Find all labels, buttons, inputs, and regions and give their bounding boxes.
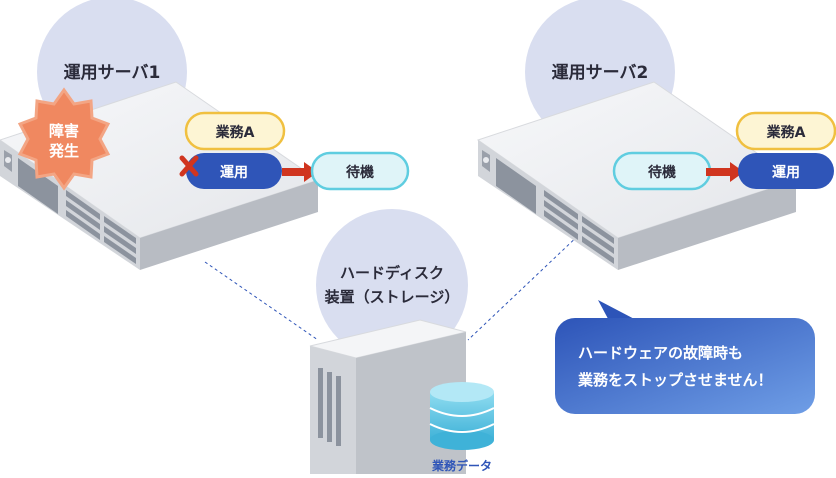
server2-title: 運用サーバ2 <box>552 63 649 83</box>
failure-badge-line2: 発生 <box>48 142 79 160</box>
server1-standby-pill <box>310 151 410 191</box>
server1-active-pill <box>186 153 282 189</box>
callout-line1: ハードウェアの故障時も <box>578 344 743 362</box>
failure-badge-shape <box>17 87 111 191</box>
server2-active-pill <box>738 153 834 189</box>
callout-line2: 業務をストップさせません！ <box>577 371 773 389</box>
server1-active-label: 運用 <box>220 165 248 181</box>
server2-standby-label: 待機 <box>648 164 676 181</box>
server2-task-label: 業務A <box>766 124 806 141</box>
database-icon <box>429 382 495 450</box>
connection-line-server2 <box>467 231 583 341</box>
storage-title-line1: ハードディスク <box>340 264 444 282</box>
server1-standby-label: 待機 <box>346 164 374 181</box>
storage-title-line2: 装置（ストレージ） <box>324 288 460 306</box>
failure-badge-line1: 障害 <box>49 122 79 140</box>
server2-task-pill <box>735 111 836 151</box>
server1-title: 運用サーバ1 <box>64 63 161 83</box>
callout-bubble: ハードウェアの故障時も 業務をストップさせません！ <box>555 300 815 414</box>
server1-task-pill <box>184 111 286 151</box>
failure-badge: 障害 発生 <box>17 87 111 191</box>
server1-task-label: 業務A <box>215 124 255 141</box>
failover-arrow-icon-2 <box>706 162 744 182</box>
failure-x-icon <box>179 155 199 177</box>
connection-line-server1 <box>204 261 319 341</box>
callout-box <box>555 318 815 414</box>
server2-active-label: 運用 <box>772 165 800 181</box>
data-label: 業務データ <box>431 458 492 473</box>
